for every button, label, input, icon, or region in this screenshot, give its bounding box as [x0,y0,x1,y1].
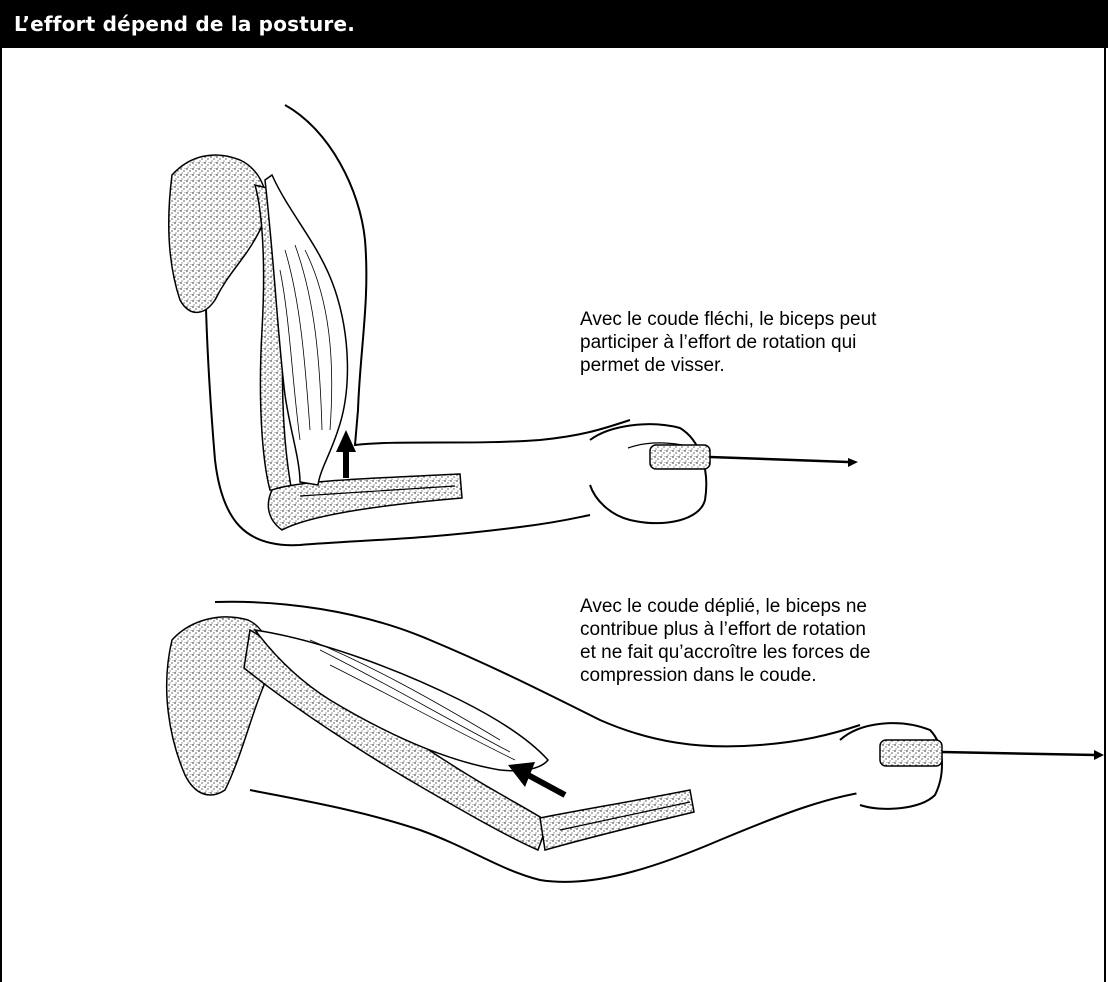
flexed-scapula [169,155,267,312]
screwdriver-icon [880,740,1104,766]
caption-line: Avec le coude déplié, le biceps ne [580,595,870,618]
flexed-forearm-bones [268,474,462,530]
screwdriver-icon [650,445,858,469]
biceps-arrow-icon [336,430,356,478]
extended-forearm-bones [540,790,694,850]
caption-line: permet de visser. [580,354,876,377]
caption-line: contribue plus à l’effort de rotation [580,618,870,641]
caption-line: participer à l’effort de rotation qui [580,331,876,354]
caption-line: Avec le coude fléchi, le biceps peut [580,308,876,331]
caption-line: et ne fait qu’accroître les forces de [580,641,870,664]
caption-flexed-elbow: Avec le coude fléchi, le biceps peut par… [580,308,876,377]
caption-extended-elbow: Avec le coude déplié, le biceps ne contr… [580,595,870,687]
caption-line: compression dans le coude. [580,664,870,687]
flexed-hand [590,424,706,523]
